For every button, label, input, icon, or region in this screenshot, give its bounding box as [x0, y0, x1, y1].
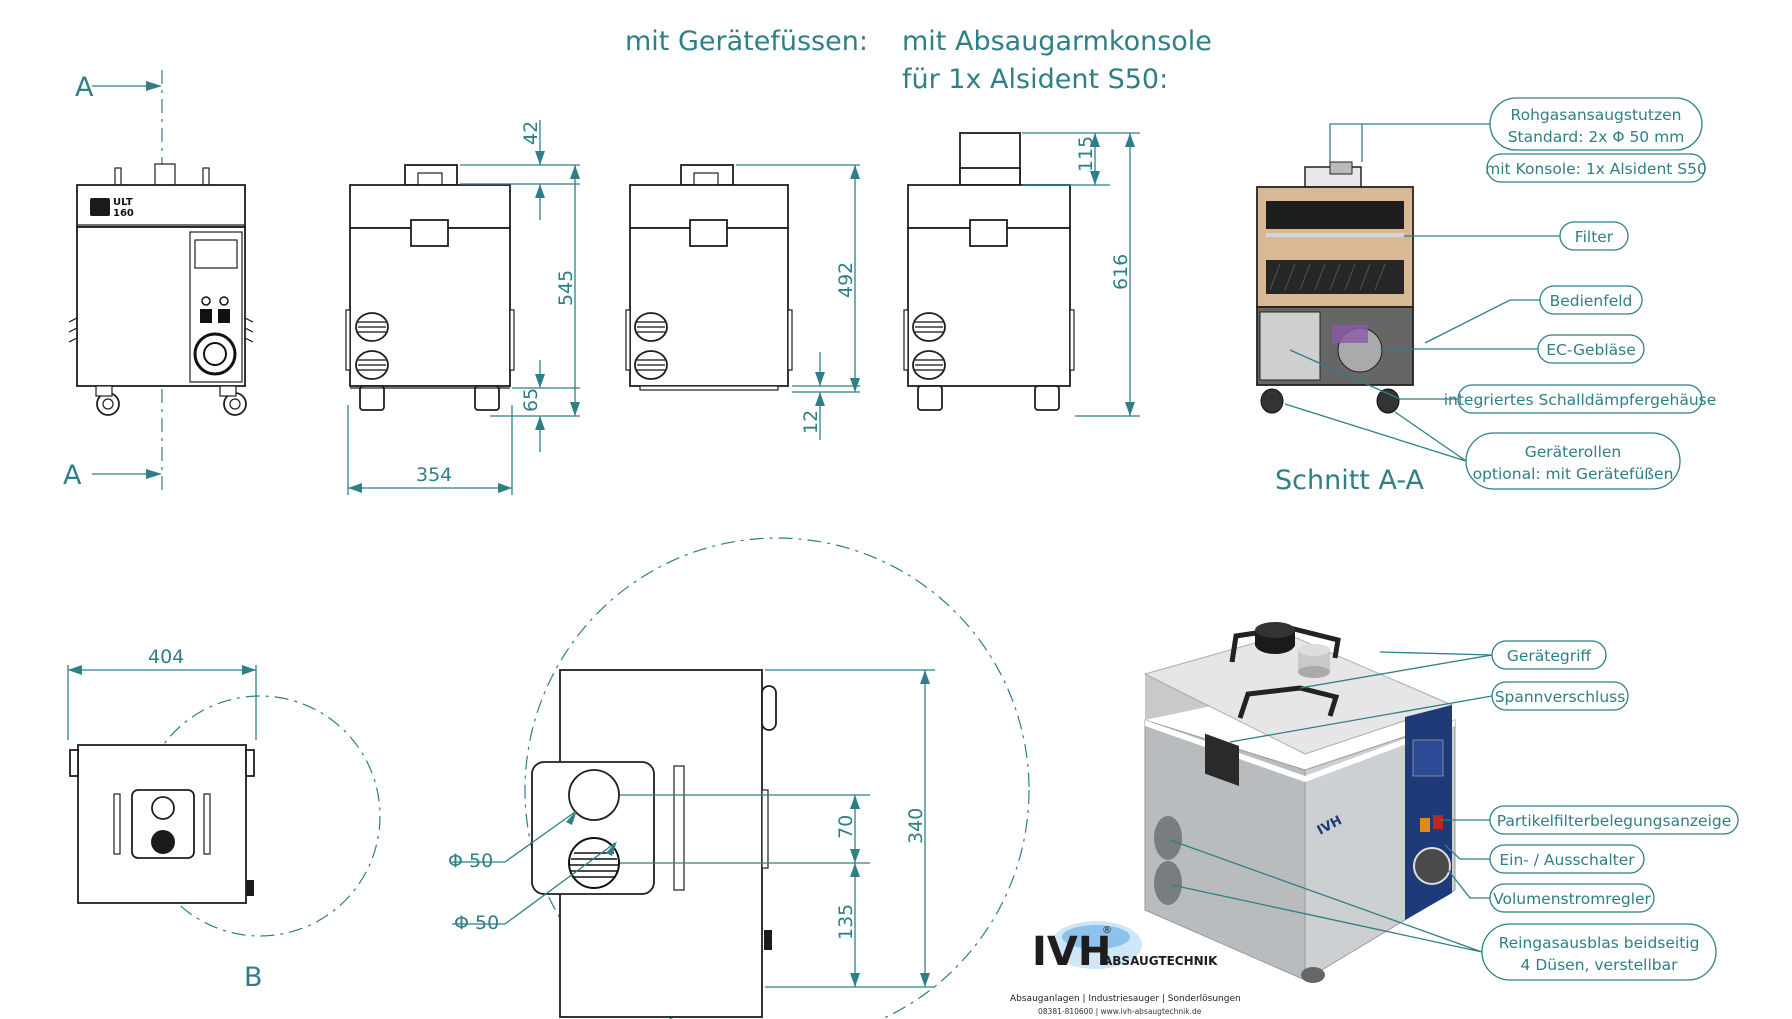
flow-knob-icon	[193, 332, 237, 376]
section-label-a-bottom: A	[63, 460, 82, 491]
company-logo: IVH ® ABSAUGTECHNIK Absauganlagen | Indu…	[1010, 921, 1241, 1016]
callout-blower: EC-Gebläse	[1546, 341, 1636, 359]
dim-404: 404	[148, 646, 184, 668]
dim-70: 70	[835, 815, 857, 839]
dim-340: 340	[905, 808, 927, 844]
section-a-a-view: Schnitt A-A	[1256, 161, 1424, 496]
logo-wordmark: ABSAUGTECHNIK	[1103, 954, 1218, 968]
power-switch-icon	[1433, 815, 1443, 829]
section-callouts: Rohgasansaugstutzen Standard: 2x Φ 50 mm…	[1284, 97, 1717, 490]
dim-dia-1: Φ 50	[448, 850, 493, 872]
dim-side-view-console: 115 616	[1022, 132, 1140, 417]
heading-with-console-line1: mit Absaugarmkonsole	[902, 26, 1212, 57]
callout-inlet-line2: Standard: 2x Φ 50 mm	[1508, 128, 1685, 146]
dim-dia-2: Φ 50	[454, 912, 499, 934]
section-label-b: B	[244, 962, 263, 993]
callout-outlet-line1: Reingasausblas beidseitig	[1499, 934, 1700, 952]
dim-545: 545	[555, 270, 577, 306]
logo-registered: ®	[1102, 925, 1112, 936]
section-label-a-top: A	[75, 72, 94, 103]
inlet-port-icon	[568, 769, 620, 821]
side-view-plain	[625, 164, 793, 391]
logo-tagline: Absauganlagen | Industriesauger | Sonder…	[1010, 994, 1241, 1004]
callout-silencer: integriertes Schalldämpfergehäuse	[1444, 391, 1717, 409]
dim-12: 12	[800, 410, 822, 434]
flow-regulator-icon	[1413, 847, 1451, 885]
side-view-feet	[345, 164, 515, 411]
callout-panel: Bedienfeld	[1550, 292, 1633, 310]
callout-flow-regulator: Volumenstromregler	[1493, 890, 1651, 908]
render-callouts: Gerätegriff Spannverschluss Partikelfilt…	[1169, 640, 1739, 981]
callout-rollers-line1: Geräterollen	[1525, 443, 1622, 461]
render-3d: IVH	[1143, 622, 1456, 983]
dim-65: 65	[520, 388, 542, 412]
filter-indicator-icon	[1420, 818, 1430, 832]
dim-354: 354	[416, 464, 452, 486]
display-panel	[194, 239, 238, 269]
callout-clasp: Spannverschluss	[1495, 688, 1626, 706]
heading-with-feet: mit Gerätefüssen:	[625, 26, 868, 57]
dim-135: 135	[835, 904, 857, 940]
brand-badge-icon	[90, 198, 110, 216]
callout-handle: Gerätegriff	[1507, 647, 1592, 665]
logo-contact: 08381-810600 | www.ivh-absaugtechnik.de	[1038, 1007, 1202, 1016]
front-view: ULT 160	[68, 163, 254, 416]
dim-616: 616	[1110, 254, 1132, 290]
callout-filter: Filter	[1575, 228, 1614, 246]
control-panel	[1405, 705, 1452, 920]
detail-b: 340 70 135 Φ 50 Φ 50	[448, 537, 1030, 1019]
dim-side-view-plain: 492 12	[736, 164, 860, 440]
callout-switch: Ein- / Ausschalter	[1499, 851, 1635, 869]
dim-115: 115	[1075, 136, 1097, 172]
badge-line1: ULT	[113, 197, 133, 208]
heading-with-console-line2: für 1x Alsident S50:	[902, 64, 1168, 95]
section-title: Schnitt A-A	[1275, 465, 1424, 496]
dim-492: 492	[835, 262, 857, 298]
dim-42: 42	[520, 121, 542, 145]
side-view-console	[903, 132, 1075, 411]
top-view: 404 B	[67, 646, 381, 993]
callout-console: mit Konsole: 1x Alsident S50	[1485, 160, 1707, 178]
logo-mark: IVH	[1032, 929, 1111, 975]
dim-side-view-feet: 42 545 65 354	[347, 120, 580, 495]
callout-filter-indicator: Partikelfilterbelegungsanzeige	[1497, 812, 1732, 830]
callout-rollers-line2: optional: mit Gerätefüßen	[1473, 465, 1674, 483]
badge-line2: 160	[113, 208, 134, 219]
callout-outlet-line2: 4 Düsen, verstellbar	[1521, 956, 1679, 974]
outlet-port-icon	[568, 837, 620, 889]
callout-inlet-line1: Rohgasansaugstutzen	[1511, 106, 1682, 124]
